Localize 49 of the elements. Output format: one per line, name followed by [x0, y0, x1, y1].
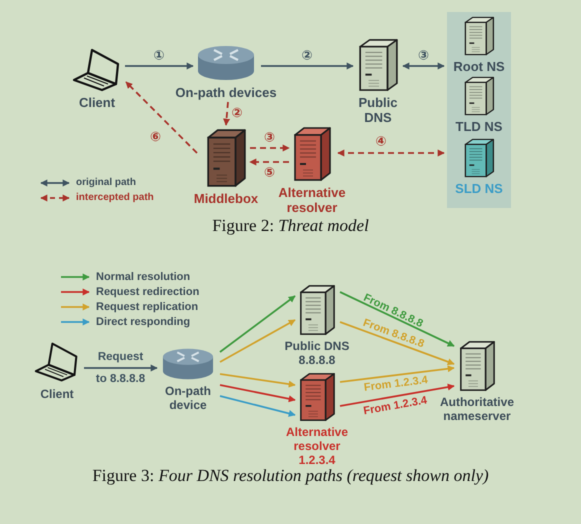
legend-text: Normal resolution: [96, 271, 190, 283]
node-label: On-path device: [164, 384, 212, 412]
arrow: [261, 62, 354, 70]
node-label: SLD NS: [455, 181, 503, 196]
panel-background: [447, 12, 511, 208]
legend-text: Request replication: [96, 301, 198, 313]
edge-label: From 1.2.3.4: [362, 394, 428, 418]
edge-label: ⑥: [150, 130, 161, 145]
arrow: [220, 395, 296, 417]
node-label: On-path devices: [175, 85, 277, 100]
edge-label: From 1.2.3.4: [363, 374, 428, 394]
figure-caption: Figure 2: Threat model: [212, 216, 369, 235]
arrow: [220, 384, 296, 402]
edge-label: Request to 8.8.8.8: [94, 350, 146, 387]
node-label: Root NS: [453, 59, 505, 74]
arrow: [223, 102, 230, 126]
edge-label: ①: [154, 48, 164, 64]
arrow: [337, 150, 445, 156]
node-label: Alternative resolver 1.2.3.4: [284, 425, 350, 467]
arrow: [402, 62, 445, 70]
figure-caption: Figure 3: Four DNS resolution paths (request shown only): [92, 466, 489, 485]
node-label: Public DNS 8.8.8.8: [284, 339, 350, 367]
edge-label: ②: [232, 106, 242, 121]
arrow: [125, 62, 194, 70]
arrow: [340, 365, 455, 383]
node-label: TLD NS: [456, 119, 502, 134]
node-label: Client: [40, 387, 74, 401]
edge-label: ⑤: [264, 166, 275, 180]
edge-label: ②: [302, 48, 312, 64]
arrow: [220, 373, 296, 388]
arrow: [250, 144, 290, 152]
arrow: [249, 158, 289, 166]
node-label: Authoritative nameserver: [438, 395, 515, 423]
legend-text: original path: [76, 177, 136, 188]
legend-text: intercepted path: [76, 192, 154, 203]
node-label: Public DNS: [357, 95, 398, 125]
arrow: [219, 295, 296, 353]
node-label: Client: [78, 95, 116, 110]
edge-label: ④: [376, 134, 386, 150]
edge-label: ③: [418, 48, 429, 64]
arrow: [220, 319, 296, 363]
legend-text: Direct responding: [96, 316, 190, 328]
arrow: [125, 81, 198, 154]
legend-text: Request redirection: [96, 286, 200, 298]
node-label: Alternative resolver: [277, 185, 347, 215]
edge-label: ③: [264, 130, 275, 146]
arrow: [340, 384, 455, 407]
arrow: [84, 364, 158, 372]
node-label: Middlebox: [194, 191, 258, 206]
